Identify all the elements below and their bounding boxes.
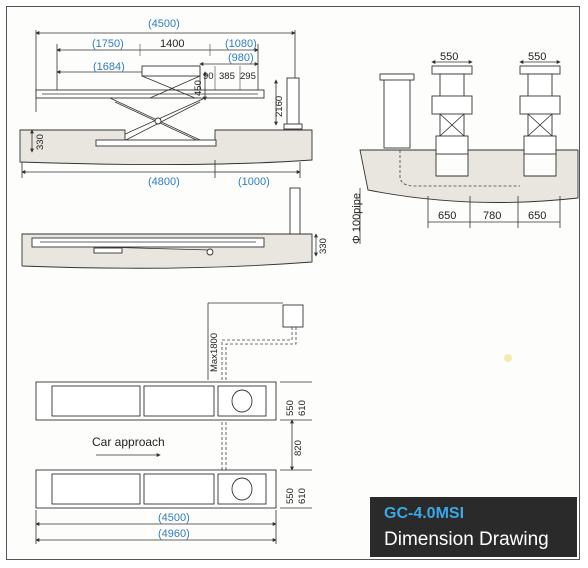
dim-4800: (4800) (148, 176, 180, 188)
dim-650-left: 650 (438, 210, 456, 222)
paper-mark (504, 354, 512, 362)
title-block: GC-4.0MSI Dimension Drawing (370, 497, 577, 557)
dim-1400: 1400 (160, 38, 184, 50)
model-name: GC-4.0MSI (384, 505, 465, 522)
dim-max-1800: Max1800 (209, 333, 220, 372)
platform-lowered (31, 237, 265, 248)
dim-550-front-right: 550 (528, 51, 546, 63)
dim-90: 90 (203, 71, 214, 82)
ground-front (359, 149, 579, 203)
dim-plan-4960: (4960) (158, 528, 190, 540)
dim-610-plan-top: 610 (297, 400, 308, 416)
dim-1080: (1080) (225, 38, 257, 50)
ground-section (19, 129, 313, 166)
dim-550-front-left: 550 (440, 51, 458, 63)
side-elevation-raised: (4500) (1750) 1400 (1080) (980) (1684) 9… (19, 18, 313, 188)
pipe-label: Φ 100pipe (351, 193, 363, 244)
dim-2160: 2160 (274, 96, 285, 117)
dim-4500: (4500) (148, 18, 180, 30)
dim-550-plan-top: 550 (285, 400, 296, 416)
dim-330-right: 330 (318, 238, 329, 254)
control-post-lowered (289, 187, 301, 235)
dim-385: 385 (219, 71, 235, 82)
dim-610-plan-bottom: 610 (297, 488, 308, 504)
upper-frame (141, 65, 201, 77)
dim-780: 780 (483, 210, 501, 222)
dim-1000: (1000) (238, 176, 270, 188)
dim-980: (980) (228, 52, 254, 64)
dim-plan-4500: (4500) (158, 512, 190, 524)
dim-820: 820 (293, 440, 304, 456)
dim-330-left: 330 (35, 134, 46, 150)
dim-1750: (1750) (92, 38, 124, 50)
dim-295: 295 (240, 71, 256, 82)
dim-1684: (1684) (93, 61, 125, 73)
control-post (286, 77, 300, 129)
control-cabinet (383, 73, 411, 149)
dim-650-right: 650 (528, 210, 546, 222)
side-elevation-lowered: 330 (21, 187, 329, 269)
plan-view: Car approach Max1800 550 610 820 550 610… (35, 302, 312, 544)
drawing-title: Dimension Drawing (384, 529, 549, 550)
car-approach-label: Car approach (92, 435, 165, 449)
front-elevation: 550 550 Φ 100pipe 650 780 650 (351, 51, 579, 244)
dim-450: 450 (193, 80, 204, 96)
dim-550-plan-bottom: 550 (285, 488, 296, 504)
plan-control-box (282, 304, 304, 328)
